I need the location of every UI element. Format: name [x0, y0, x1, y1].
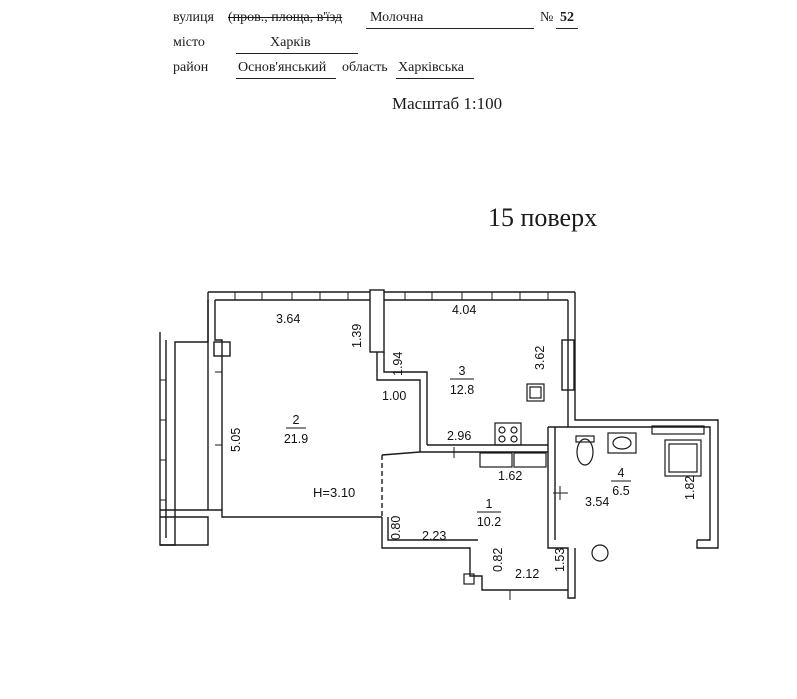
dim-3-62: 3.62 — [533, 346, 547, 370]
city-value: Харків — [270, 35, 311, 50]
city-underline — [236, 35, 358, 54]
street-value: Молочна — [370, 10, 424, 25]
room-1-number: 1 — [486, 497, 493, 511]
dim-2-96: 2.96 — [447, 429, 471, 443]
dim-1-39: 1.39 — [350, 324, 364, 348]
region-value: Харківська — [398, 60, 464, 75]
dim-0-80: 0.80 — [389, 516, 403, 540]
hob-icon — [494, 422, 522, 446]
outer-walls — [159, 291, 719, 599]
dimension-ticks — [453, 447, 568, 600]
toilet-icon — [576, 438, 594, 466]
windows — [160, 292, 549, 501]
room-4-number: 4 — [618, 466, 625, 480]
dim-1-94: 1.94 — [391, 352, 405, 376]
dim-0-82: 0.82 — [491, 548, 505, 572]
dim-1-00: 1.00 — [382, 389, 406, 403]
dim-2-23: 2.23 — [422, 529, 446, 543]
room-4-area: 6.5 — [612, 484, 629, 498]
room-4-label: 4 6.5 — [611, 466, 631, 498]
dim-3-64: 3.64 — [276, 312, 300, 326]
district-underline — [236, 60, 336, 79]
dim-2-12: 2.12 — [515, 567, 539, 581]
number-value: 52 — [560, 10, 574, 25]
region-underline — [396, 60, 474, 79]
room-3-label: 3 12.8 — [450, 364, 474, 397]
room-1-area: 10.2 — [477, 515, 501, 529]
room-3-area: 12.8 — [450, 383, 474, 397]
district-value: Основ'янський — [238, 60, 327, 75]
floor-title: 15 поверх — [488, 203, 598, 232]
street-type-struck: (пров., площа, в'їзд — [228, 10, 343, 25]
dim-4-04: 4.04 — [452, 303, 476, 317]
room-2-label: 2 21.9 — [284, 413, 308, 446]
sink-icon — [607, 432, 637, 454]
ceiling-height-label: H=3.10 — [313, 485, 355, 500]
stove-icon — [526, 383, 545, 402]
scale-text: Масштаб 1:100 — [392, 94, 503, 113]
dim-3-54: 3.54 — [585, 495, 609, 509]
dim-1-62: 1.62 — [498, 469, 522, 483]
room-2-number: 2 — [293, 413, 300, 427]
street-underline — [366, 10, 534, 29]
dim-1-53: 1.53 — [553, 548, 567, 572]
dim-1-82: 1.82 — [683, 476, 697, 500]
fixtures — [463, 383, 705, 585]
room-2-area: 21.9 — [284, 432, 308, 446]
room-1-label: 1 10.2 — [477, 497, 501, 529]
meter-icon — [591, 544, 609, 562]
city-label: місто — [173, 35, 205, 50]
district-label: район — [173, 60, 209, 75]
street-label: вулиця — [173, 10, 214, 25]
region-label: область — [342, 60, 388, 75]
room-3-number: 3 — [459, 364, 466, 378]
shower-icon — [664, 439, 702, 477]
dim-5-05: 5.05 — [229, 428, 243, 452]
number-underline — [556, 10, 578, 29]
interior-walls — [213, 289, 575, 540]
number-label: № — [540, 10, 554, 25]
kitchen-counter — [479, 452, 513, 468]
